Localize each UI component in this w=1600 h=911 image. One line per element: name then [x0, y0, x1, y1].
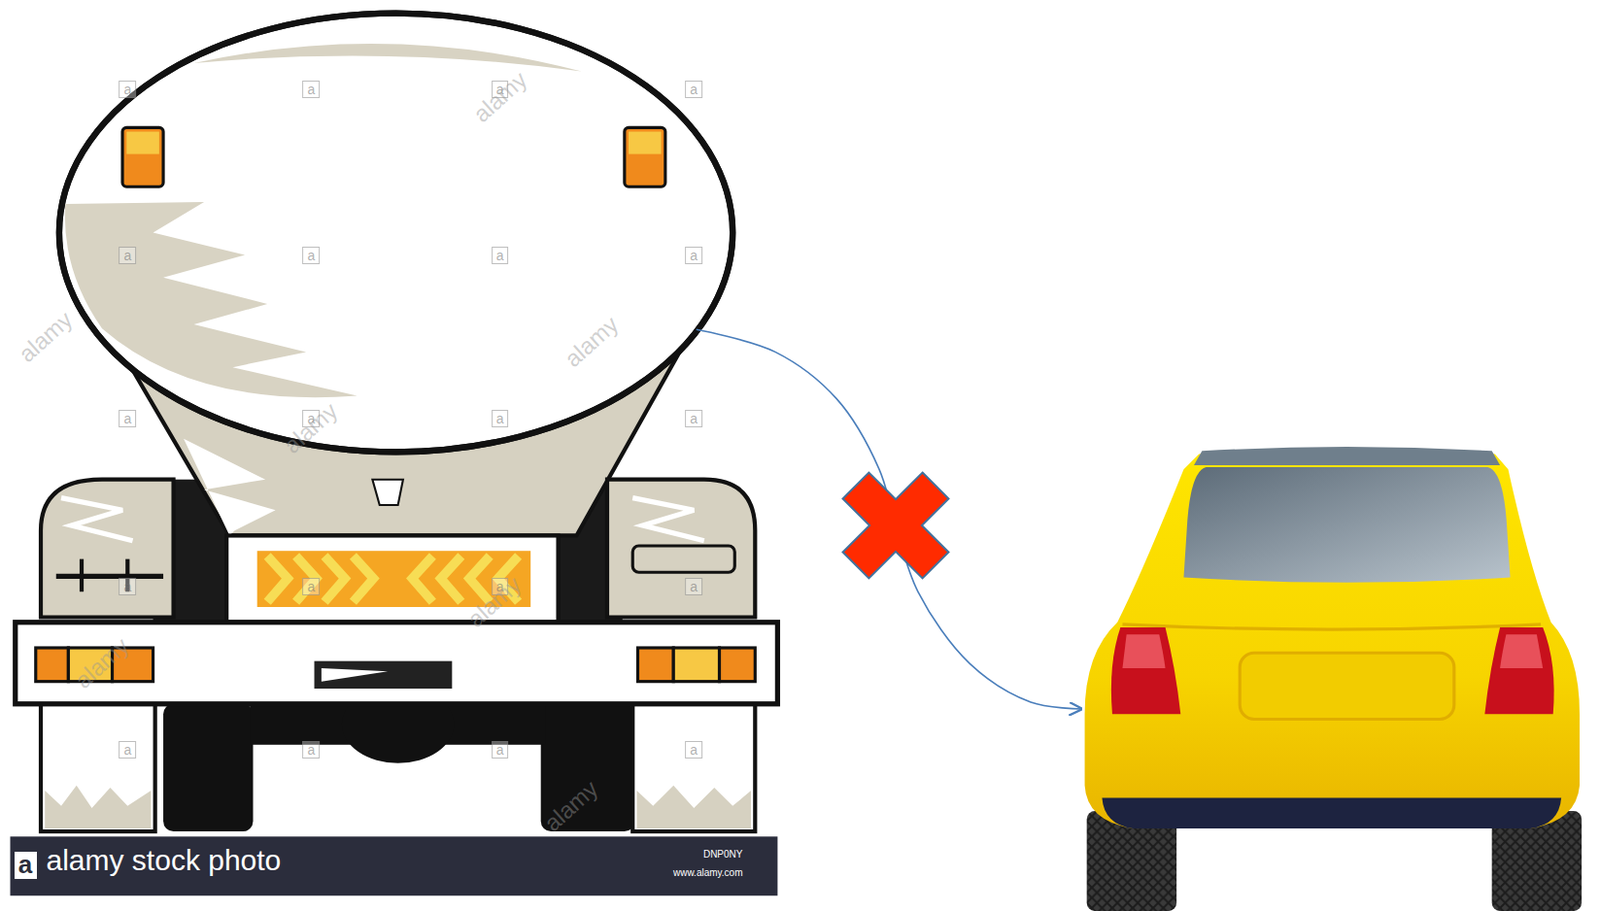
- red-cross: [816, 445, 976, 606]
- watermark-logo: a: [118, 409, 137, 428]
- tail-light-highlight: [1122, 634, 1165, 669]
- watermark-logo: a: [684, 246, 703, 265]
- mudguard: [607, 479, 755, 618]
- mudflap-shade: [636, 785, 751, 829]
- flow-arrow: [696, 329, 1082, 710]
- watermark-text: alamy: [539, 775, 604, 838]
- watermark-logo: a: [302, 409, 320, 428]
- watermark-text: alamy: [468, 66, 533, 129]
- source-url: www.alamy.com: [632, 867, 744, 880]
- watermark-logo: a: [491, 578, 510, 596]
- watermark-logo: a: [302, 578, 320, 596]
- watermark-logo: a: [118, 246, 137, 265]
- tail-light: [673, 647, 719, 682]
- tail-light: [1484, 627, 1554, 715]
- watermark-logo: a: [684, 741, 703, 759]
- watermark-logo: a: [491, 80, 510, 99]
- tank-valve: [372, 479, 404, 506]
- watermark-text: alamy: [69, 632, 135, 695]
- bumper: [1101, 797, 1562, 829]
- tail-light: [638, 647, 675, 682]
- tank-outline: [59, 13, 733, 453]
- car: [1085, 446, 1583, 911]
- chevron-plate: [257, 550, 532, 608]
- blocked-cross: [816, 445, 976, 606]
- watermark-logo: a: [491, 409, 510, 428]
- credit-bar: [10, 836, 779, 896]
- watermark-logo: a: [302, 741, 320, 759]
- watermark-text: alamy: [559, 310, 624, 374]
- logo-letter: a: [14, 851, 37, 880]
- watermark-logo: a: [302, 80, 320, 99]
- mudflap: [632, 704, 755, 832]
- cylinder: [632, 545, 735, 573]
- bumper: [15, 622, 779, 705]
- tanker-truck: [10, 13, 779, 897]
- watermark-logo: a: [684, 409, 703, 428]
- car-node: [1081, 448, 1580, 911]
- watermark-logo: a: [302, 246, 320, 265]
- tire: [163, 704, 253, 832]
- marker-lamp: [628, 132, 662, 155]
- tire: [541, 704, 636, 832]
- tank-end: [59, 13, 733, 453]
- marker-lamp: [126, 132, 160, 155]
- tank-shading: [65, 202, 358, 398]
- watermark-logo: a: [118, 741, 137, 759]
- tail-light-highlight: [1499, 634, 1543, 669]
- plate-frame: [226, 535, 558, 622]
- watermark-logo: a: [491, 741, 510, 759]
- number-plate: [314, 661, 453, 689]
- trunk-line: [1122, 624, 1541, 630]
- plate-highlight: [321, 668, 388, 682]
- mudflap: [40, 704, 156, 832]
- tank-highlight: [183, 439, 276, 537]
- pipe: [79, 559, 84, 593]
- mudguard-highlight: [61, 498, 134, 542]
- pipe: [56, 574, 164, 579]
- image-code: DNP0NY: [632, 849, 744, 861]
- rear-window: [1183, 467, 1510, 583]
- watermark-logo: a: [118, 578, 137, 596]
- tail-light: [719, 647, 756, 682]
- marker-lamp: [122, 127, 164, 187]
- tail-light: [68, 647, 112, 682]
- tail-light: [112, 647, 154, 682]
- watermark-logo: a: [491, 246, 510, 265]
- tanker-truck-node: a alamy stock photo DNP0NY www.alamy.com: [10, 0, 779, 896]
- tail-light: [35, 647, 69, 682]
- watermark-logo: a: [684, 578, 703, 596]
- watermark-text: alamy: [278, 397, 343, 460]
- car-roof: [1193, 446, 1500, 466]
- watermark-logo: a: [684, 80, 703, 99]
- chevrons: [267, 555, 518, 602]
- tank-shading: [194, 43, 582, 72]
- marker-lamp: [624, 127, 666, 187]
- plate-recess: [1239, 652, 1455, 719]
- mudguard-highlight: [632, 498, 705, 542]
- mudflap-shade: [44, 785, 151, 829]
- watermark-text: alamy: [13, 306, 78, 369]
- watermark-logo: a: [118, 80, 137, 99]
- watermark-text: alamy: [462, 571, 527, 634]
- mudguard: [40, 479, 174, 618]
- pipe: [125, 559, 130, 593]
- stock-credit: alamy stock photo: [46, 844, 282, 878]
- tail-light: [1111, 627, 1181, 715]
- car-body: [1085, 448, 1580, 829]
